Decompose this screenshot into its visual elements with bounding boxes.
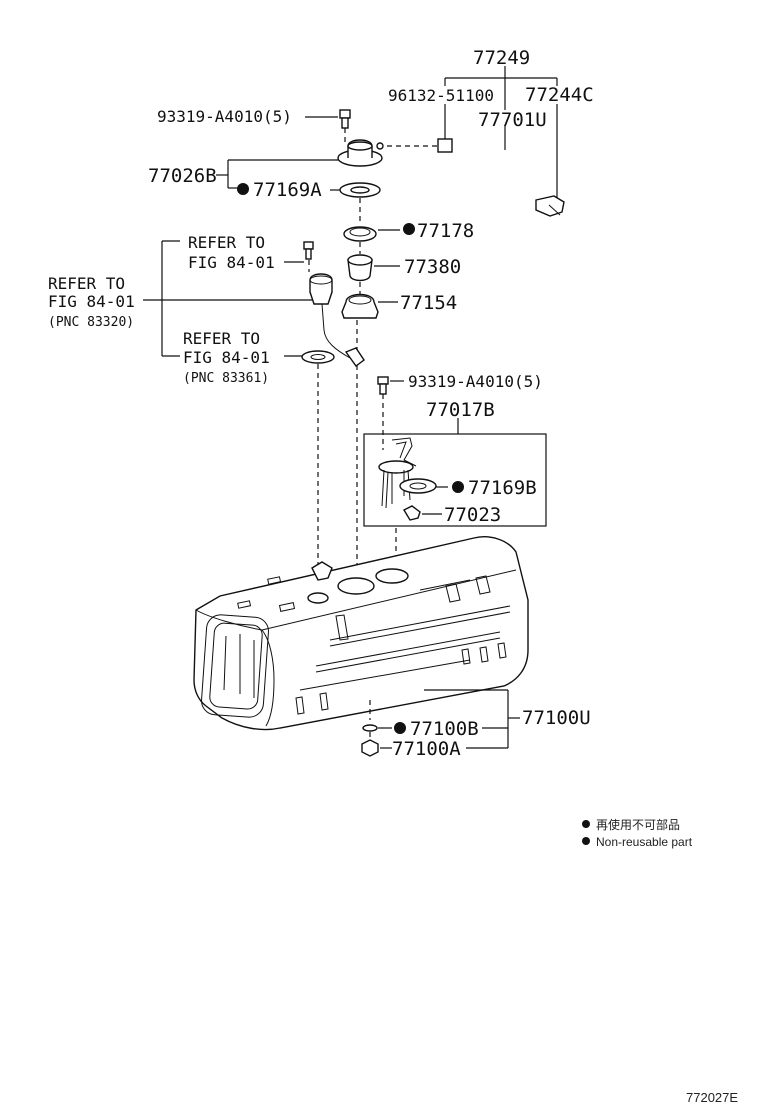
non-reusable-marker xyxy=(394,722,406,734)
gasket-77169a xyxy=(330,182,381,198)
legend-japanese: 再使用不可部品 xyxy=(596,817,680,832)
label-77023: 77023 xyxy=(444,504,501,526)
label-77017b: 77017B xyxy=(426,399,495,421)
label-refer2-line3: (PNC 83320) xyxy=(48,315,134,330)
label-77244c: 77244C xyxy=(525,84,594,106)
breather-hose-77701u xyxy=(437,138,565,217)
screw-93319-top xyxy=(305,109,351,142)
pump-assembly-77017b xyxy=(363,418,547,527)
drain-plug-group xyxy=(361,689,520,757)
label-96132-51100: 96132-51100 xyxy=(388,86,494,105)
sender-gauge-reference xyxy=(143,240,365,565)
fuel-tank-77100u xyxy=(193,536,529,731)
label-77154: 77154 xyxy=(400,292,457,314)
label-93319-top: 93319-A4010(5) xyxy=(157,107,292,126)
label-77169b: 77169B xyxy=(468,477,537,499)
screw-93319-mid xyxy=(377,376,404,450)
label-refer1-line2: FIG 84-01 xyxy=(188,253,275,272)
non-reusable-marker xyxy=(452,481,464,493)
label-77100a: 77100A xyxy=(392,738,461,760)
label-77169a: 77169A xyxy=(253,179,322,201)
label-refer3-line2: FIG 84-01 xyxy=(183,348,270,367)
label-refer2-line1: REFER TO xyxy=(48,274,125,293)
label-93319-mid: 93319-A4010(5) xyxy=(408,372,543,391)
legend-english: Non-reusable part xyxy=(596,835,693,849)
valve-77380 xyxy=(347,254,400,282)
label-77249: 77249 xyxy=(473,47,530,69)
label-refer3-line3: (PNC 83361) xyxy=(183,371,269,386)
label-refer2-line2: FIG 84-01 xyxy=(48,292,135,311)
label-77026b: 77026B xyxy=(148,165,217,187)
cap-77154 xyxy=(341,293,398,319)
non-reusable-marker xyxy=(403,223,415,235)
cap-77026b xyxy=(216,139,384,189)
legend-marker xyxy=(582,820,590,828)
non-reusable-marker xyxy=(237,183,249,195)
label-77100u: 77100U xyxy=(522,707,591,729)
label-77701u: 77701U xyxy=(478,109,547,131)
ring-77178 xyxy=(343,226,400,242)
label-77380: 77380 xyxy=(404,256,461,278)
label-refer1-line1: REFER TO xyxy=(188,233,265,252)
assembly-77249-bracket xyxy=(444,66,558,205)
legend-marker xyxy=(582,837,590,845)
label-77178: 77178 xyxy=(417,220,474,242)
label-77100b: 77100B xyxy=(410,718,479,740)
label-refer3-line1: REFER TO xyxy=(183,329,260,348)
figure-code: 772027E xyxy=(686,1090,738,1105)
